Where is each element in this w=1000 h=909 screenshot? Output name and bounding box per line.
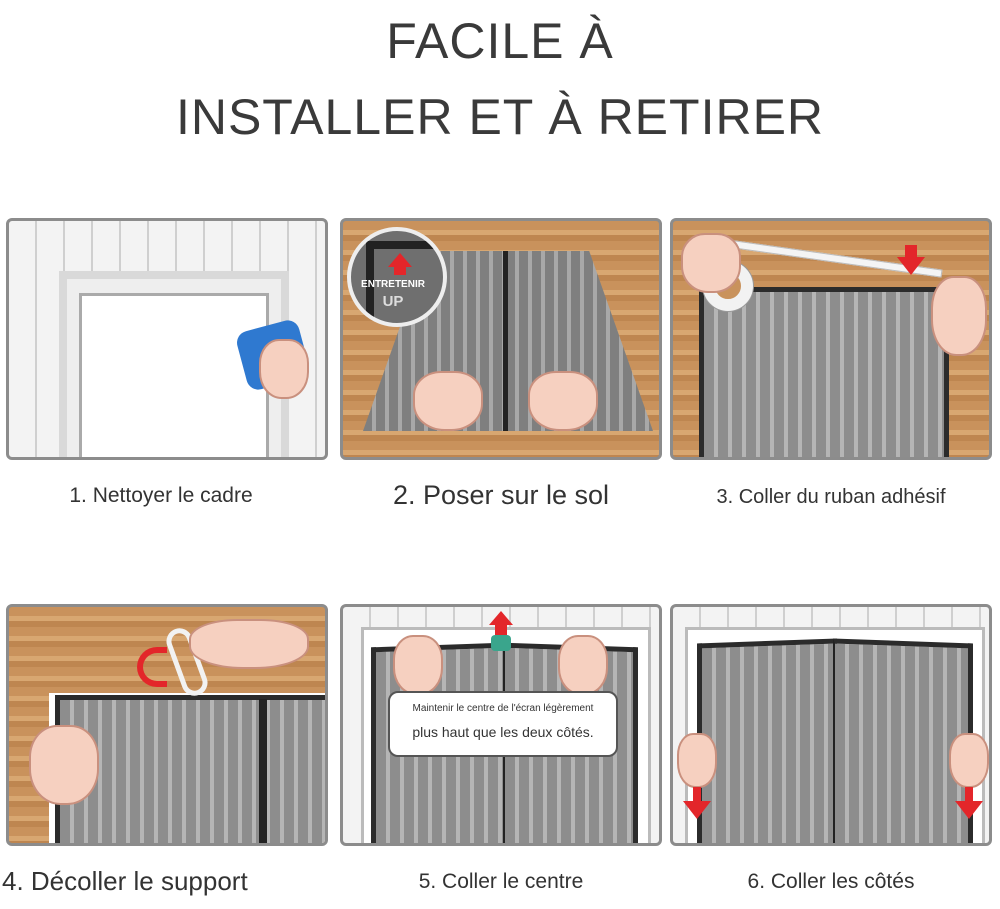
step-3-label: 3. Coller du ruban adhésif bbox=[716, 486, 946, 508]
callout-text-2: plus haut que les deux côtés. bbox=[412, 724, 594, 740]
title-line-1: FACILE À bbox=[386, 13, 614, 69]
callout-text-1: Maintenir le centre de l'écran légèremen… bbox=[412, 703, 594, 714]
step-4-label: 4. Décoller le support bbox=[2, 866, 248, 896]
step-3-illustration bbox=[670, 218, 992, 460]
step-2-illustration: ENTRETENIR UP bbox=[340, 218, 662, 460]
curved-arrow-icon bbox=[137, 647, 167, 687]
step-5-label: 5. Coller le centre bbox=[418, 870, 584, 893]
badge-text-up: UP bbox=[382, 293, 404, 310]
hand-icon bbox=[259, 339, 309, 399]
step-1-label: 1. Nettoyer le cadre bbox=[69, 484, 253, 507]
step-2-label: 2. Poser sur le sol bbox=[392, 480, 610, 510]
arrow-down-left-icon bbox=[683, 801, 711, 819]
entretenir-badge: ENTRETENIR UP bbox=[347, 227, 447, 327]
badge-text: ENTRETENIR bbox=[361, 279, 425, 290]
step-4-illustration bbox=[6, 604, 328, 846]
arrow-up-icon bbox=[489, 611, 513, 625]
step-6-label: 6. Coller les côtés bbox=[747, 870, 915, 893]
callout-box: Maintenir le centre de l'écran légèremen… bbox=[388, 691, 618, 757]
step-6-illustration bbox=[670, 604, 992, 846]
arrow-down-icon bbox=[897, 257, 925, 275]
step-5-illustration: Maintenir le centre de l'écran légèremen… bbox=[340, 604, 662, 846]
arrow-down-right-icon bbox=[955, 801, 983, 819]
step-1-illustration bbox=[6, 218, 328, 460]
title-line-2: INSTALLER ET À RETIRER bbox=[175, 89, 825, 145]
